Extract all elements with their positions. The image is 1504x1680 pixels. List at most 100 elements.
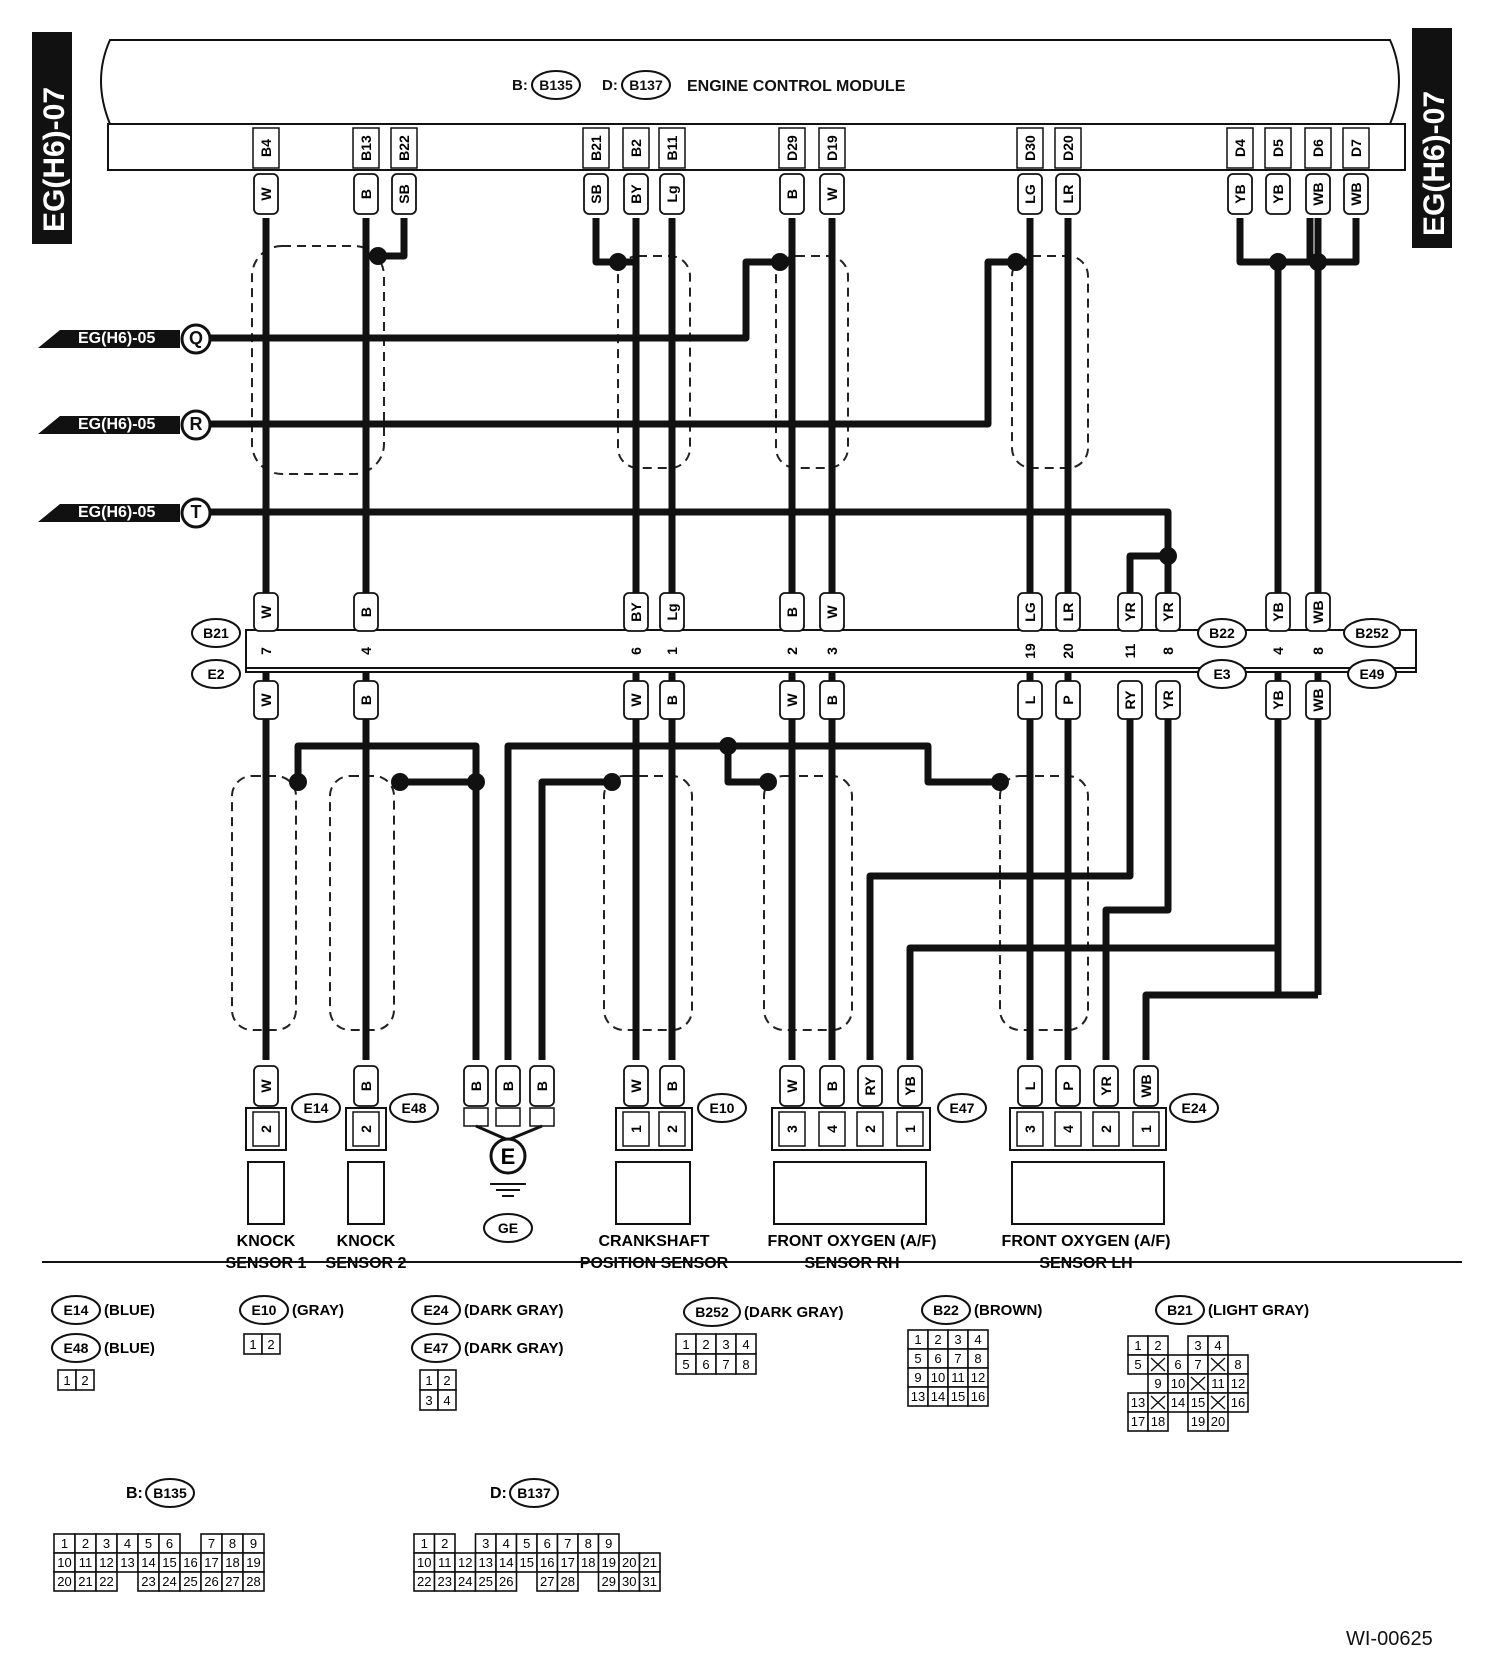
legend-b137-grid-cell: [495, 1571, 518, 1592]
splice-points: [289, 247, 1327, 791]
sensor-wire-color-box: [353, 1065, 379, 1107]
legend-conn-color: (DARK GRAY): [464, 1340, 563, 1357]
legend-b21-grid-pin: 12: [1231, 1376, 1245, 1391]
legend-b22-grid-pin: 5: [914, 1351, 921, 1366]
sensor-pin-number: 3: [1022, 1125, 1038, 1133]
sensor-body: [615, 1161, 691, 1225]
sensor-wire-color-box: [897, 1065, 923, 1107]
legend-b135-prefix: B:: [126, 1485, 143, 1502]
sensor-name-line1: KNOCK: [237, 1233, 296, 1250]
junction-conn-b252: B252: [1355, 625, 1389, 641]
sensor-wire-color: RY: [862, 1076, 878, 1096]
legend-b137-id-oval: [509, 1478, 559, 1508]
junction-conn-b22: B22: [1209, 625, 1235, 641]
sensor-pin-cell: [1092, 1111, 1120, 1147]
legend-b137-grid-pin: 20: [622, 1555, 636, 1570]
ecm-pin-wire-color: LG: [1022, 184, 1038, 204]
ground-terminal: [495, 1107, 521, 1127]
offpage-label-t: EG(H6)-05: [78, 504, 178, 522]
ground-icon: [490, 1183, 526, 1197]
legend-conn-id: E24: [424, 1302, 449, 1318]
svg-text:EG(H6)-07: EG(H6)-07: [38, 87, 71, 232]
ground-lead: [475, 1124, 543, 1142]
junction-upper-wire-color-box: [623, 592, 649, 632]
offpage-letter-t: T: [190, 502, 202, 522]
legend-conn-id-oval: [683, 1297, 741, 1327]
legend-e10-grid-cell: [261, 1333, 281, 1355]
junction-pin-number: 19: [1022, 643, 1038, 659]
junction-upper-wire-color: B: [784, 607, 800, 617]
legend-b135-grid-pin: 19: [246, 1555, 260, 1570]
junction-lower-wire-color: P: [1060, 695, 1076, 704]
sensor-wire-color: P: [1060, 1081, 1076, 1090]
legend-b135-grid-pin: 13: [120, 1555, 134, 1570]
ecm-pin-cell: [658, 127, 686, 169]
offpage-ref: EG(H6)-05: [78, 330, 156, 347]
side-tag-left: EG(H6)-07: [32, 32, 72, 244]
legend-b252-grid-pin: 5: [682, 1357, 689, 1372]
legend-conn-id-oval: [1155, 1295, 1205, 1325]
ecm-pin-label: D5: [1270, 139, 1286, 157]
legend-b21-grid-blank-pin: [1210, 1357, 1226, 1372]
legend-b135-grid-pin: 23: [141, 1574, 155, 1589]
sensor-pin-cell: [1054, 1111, 1082, 1147]
sensor-pin-cell: [252, 1111, 280, 1147]
legend-b252-grid-pin: 4: [742, 1337, 749, 1352]
junction-lower-wire-color: B: [824, 695, 840, 705]
legend-conn-color: (BLUE): [104, 1340, 155, 1357]
legend-b137-grid-pin: 5: [523, 1536, 530, 1551]
ecm-pin-cell: [1304, 127, 1332, 169]
ecm-pin-wire-color-box: [1055, 173, 1081, 215]
legend-b137-grid-pin: 3: [482, 1536, 489, 1551]
ground-wire-color-box: [495, 1065, 521, 1107]
legend-b137-grid-pin: 6: [544, 1536, 551, 1551]
shields: [231, 245, 1089, 1031]
sensor-pin-cell: [352, 1111, 380, 1147]
sensor-pin-cell: [622, 1111, 650, 1147]
junction-lower-wire-color-box: [1265, 680, 1291, 720]
ecm-pin-wire-color-box: [623, 173, 649, 215]
sensor-conn-id-oval: [697, 1093, 747, 1123]
ecm-pin-cell: [1342, 127, 1370, 169]
legend-b137-grid-pin: 11: [438, 1555, 452, 1570]
offpage-ref: EG(H6)-05: [78, 416, 156, 433]
svg-text:EG(H6)-07: EG(H6)-07: [1418, 91, 1451, 236]
legend-b137-grid-pin: 10: [417, 1555, 431, 1570]
junction-upper-wire-color-box: [253, 592, 279, 632]
ecm-pin-label: B21: [588, 135, 604, 161]
ecm-pin-label: D4: [1232, 139, 1248, 157]
junction-upper-wire-color: WB: [1310, 600, 1326, 623]
sensor-wire-color-box: [1055, 1065, 1081, 1107]
ecm-pin-wire-color-box: [391, 173, 417, 215]
legend-b22-grid-pin: 2: [934, 1332, 941, 1347]
ecm-pin-wire-color: B: [784, 189, 800, 199]
junction-conn-b252-oval: [1343, 618, 1401, 648]
legend-b135-grid-cell: [95, 1571, 118, 1592]
legend-b21-grid-pin: 16: [1231, 1395, 1245, 1410]
ecm-pin-wire-color-box: [1265, 173, 1291, 215]
legend-b137-grid-pin: 1: [421, 1536, 428, 1551]
junction-upper-wire-color: W: [824, 605, 840, 619]
legend-b135-grid-pin: 7: [208, 1536, 215, 1551]
ecm-pin-label: B11: [664, 135, 680, 160]
junction-conn-e3-oval: [1197, 659, 1247, 689]
junction-lower-wire-color-box: [623, 680, 649, 720]
ecm-pin-wire-color-box: [819, 173, 845, 215]
legend-b21-grid-cell: [1207, 1411, 1229, 1432]
sensor-wire-color-box: [1017, 1065, 1043, 1107]
junction-pin-number: 6: [628, 647, 644, 655]
sensor-body: [247, 1161, 285, 1225]
ecm-pin-wire-color-box: [1227, 173, 1253, 215]
legend-b137-grid-pin: 17: [561, 1555, 575, 1570]
legend-b22-grid-cell: [967, 1386, 989, 1407]
junction-upper-wire-color-box: [1017, 592, 1043, 632]
junction-pin-number: 11: [1122, 643, 1138, 658]
junction-upper-wire-color-box: [353, 592, 379, 632]
junction-upper-wire-color: LR: [1060, 603, 1076, 622]
legend-conn-id-oval: [239, 1295, 289, 1325]
legend-b21-grid-blank-pin: [1190, 1376, 1206, 1391]
legend-b21-grid-pin: 20: [1211, 1414, 1225, 1429]
legend-e24-grid-pin: 4: [443, 1393, 450, 1408]
sensor-conn-id: E14: [304, 1100, 329, 1116]
legend-e24-grid-pin: 2: [443, 1373, 450, 1388]
